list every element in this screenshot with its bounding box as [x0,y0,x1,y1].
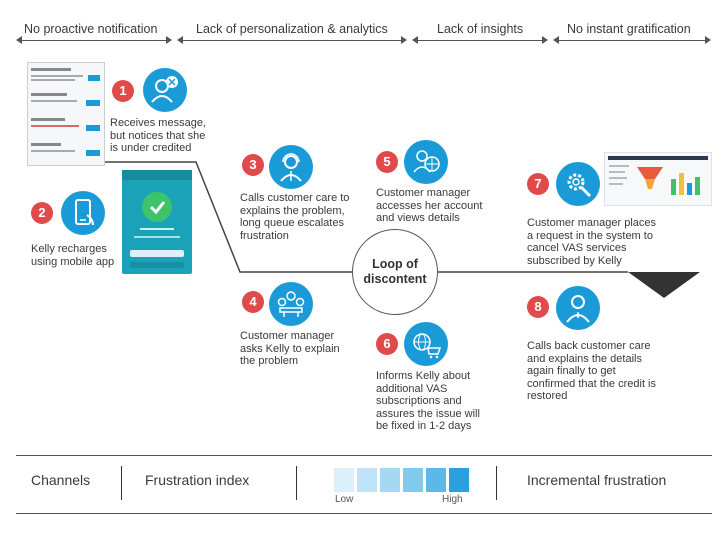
scale-low-label: Low [335,494,354,505]
settings-gear-icon [556,162,600,206]
scale-step-4 [403,468,423,492]
step-badge-5: 5 [376,151,398,173]
step-text-5: Customer manager accesses her account an… [376,187,483,224]
legend-bottom-divider [16,513,712,514]
legend-separator-3 [496,466,497,500]
notification-screenshot [27,62,105,166]
dashboard-screenshot [604,152,712,206]
step-badge-7: 7 [527,173,549,195]
stage-label-2: Lack of personalization & analytics [196,22,388,36]
step-badge-6: 6 [376,333,398,355]
step-text-4: Customer manager asks Kelly to explain t… [240,330,340,367]
step-text-6: Informs Kelly about additional VAS subsc… [376,370,480,432]
step-text-2: Kelly recharges using mobile app [31,243,115,268]
mobile-app-screenshot [122,170,192,274]
account-building-icon [404,140,448,184]
legend-channels: Channels [31,472,91,488]
globe-cart-icon [404,322,448,366]
person-message-icon [143,68,187,112]
scale-high-label: High [442,494,463,505]
meeting-group-icon [269,282,313,326]
legend-separator-1 [121,466,122,500]
step-text-3: Calls customer care to explains the prob… [240,192,350,242]
step-badge-1: 1 [112,80,134,102]
loop-label-line2: discontent [363,272,427,286]
step-text-1: Receives message, but notices that she i… [110,117,206,154]
legend-separator-2 [296,466,297,500]
legend-incremental-frustration: Incremental frustration [527,472,667,488]
step-text-8: Calls back customer care and explains th… [527,340,657,402]
stage-label-4: No instant gratification [567,22,691,36]
scale-step-5 [426,468,446,492]
step-badge-8: 8 [527,296,549,318]
loop-label-line1: Loop of [372,257,418,271]
loop-of-discontent: Loop of discontent [352,229,438,315]
scale-step-3 [380,468,400,492]
legend-top-divider [16,455,712,456]
step-badge-4: 4 [242,291,264,313]
stage-label-1: No proactive notification [24,22,158,36]
scale-step-2 [357,468,377,492]
mobile-phone-icon [61,191,105,235]
legend-frustration-index: Frustration index [145,472,250,488]
step-badge-2: 2 [31,202,53,224]
person-icon [556,286,600,330]
scale-step-6 [449,468,469,492]
step-badge-3: 3 [242,154,264,176]
step-text-7: Customer manager places a request in the… [527,217,657,267]
scale-step-1 [334,468,354,492]
stage-label-3: Lack of insights [437,22,524,36]
customer-care-agent-icon [269,145,313,189]
